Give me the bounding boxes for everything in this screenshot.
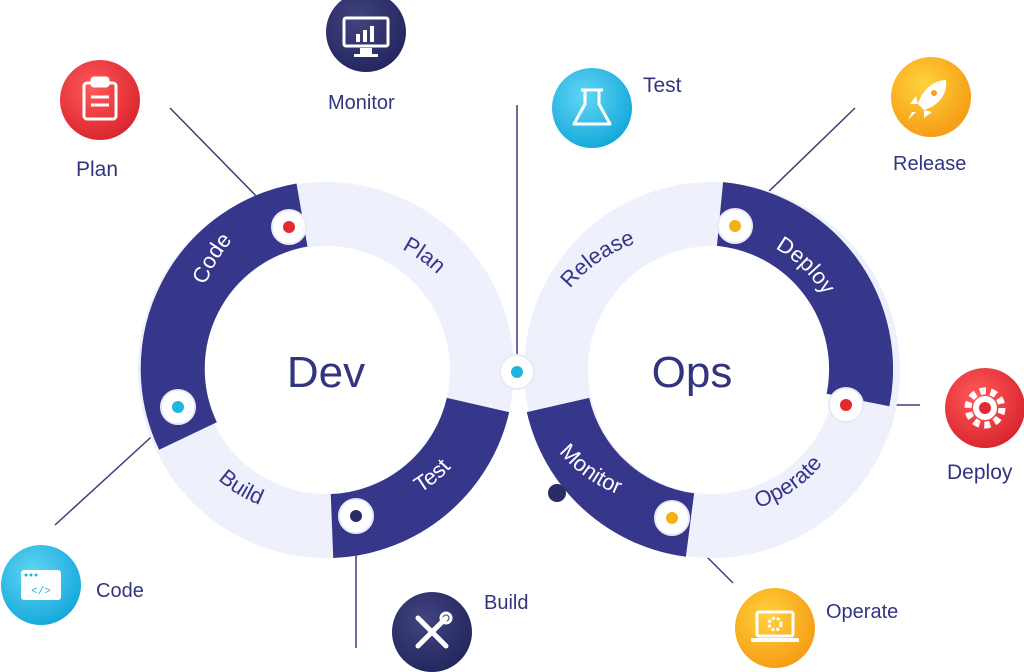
ring-dots: [160, 208, 864, 536]
dot-code: [160, 389, 196, 425]
dev-label: Dev: [287, 348, 365, 397]
badge-label-release: Release: [893, 153, 967, 175]
badge-label-test: Test: [643, 74, 682, 97]
gear-icon: [964, 387, 1006, 429]
flask-icon: [572, 88, 612, 126]
badge-code: </>: [1, 545, 81, 625]
badge-operate: [735, 588, 815, 668]
svg-text:</>: </>: [31, 586, 51, 598]
dot-test: [499, 354, 535, 390]
badge-test: [552, 68, 632, 148]
badge-plan: [60, 60, 140, 140]
dot-plan: [271, 209, 307, 245]
badge-label-monitor: Monitor: [328, 92, 395, 114]
clipboard-icon: [82, 76, 118, 121]
badge-build: [392, 592, 472, 672]
ops-label: Ops: [652, 348, 733, 397]
badge-monitor: [326, 0, 406, 72]
badge-label-deploy: Deploy: [947, 461, 1013, 484]
badge-release: [891, 57, 971, 137]
badge-label-build: Build: [484, 592, 529, 614]
dot-operate: [654, 500, 690, 536]
tools-icon: [415, 611, 453, 649]
badge-label-plan: Plan: [76, 158, 119, 181]
dot-monitor: [548, 484, 566, 502]
deploy-segment: [716, 182, 894, 407]
laptop-gear-icon: [751, 610, 799, 642]
monitor-icon: [342, 16, 390, 57]
dot-build: [338, 498, 374, 534]
badge-label-operate: Operate: [826, 601, 899, 623]
badge-label-code: Code: [96, 580, 144, 602]
code-window-icon: </>: [21, 570, 61, 600]
badge-deploy: [945, 368, 1024, 448]
dot-release: [717, 208, 753, 244]
rocket-icon: [908, 80, 947, 120]
dot-deploy: [828, 387, 864, 423]
